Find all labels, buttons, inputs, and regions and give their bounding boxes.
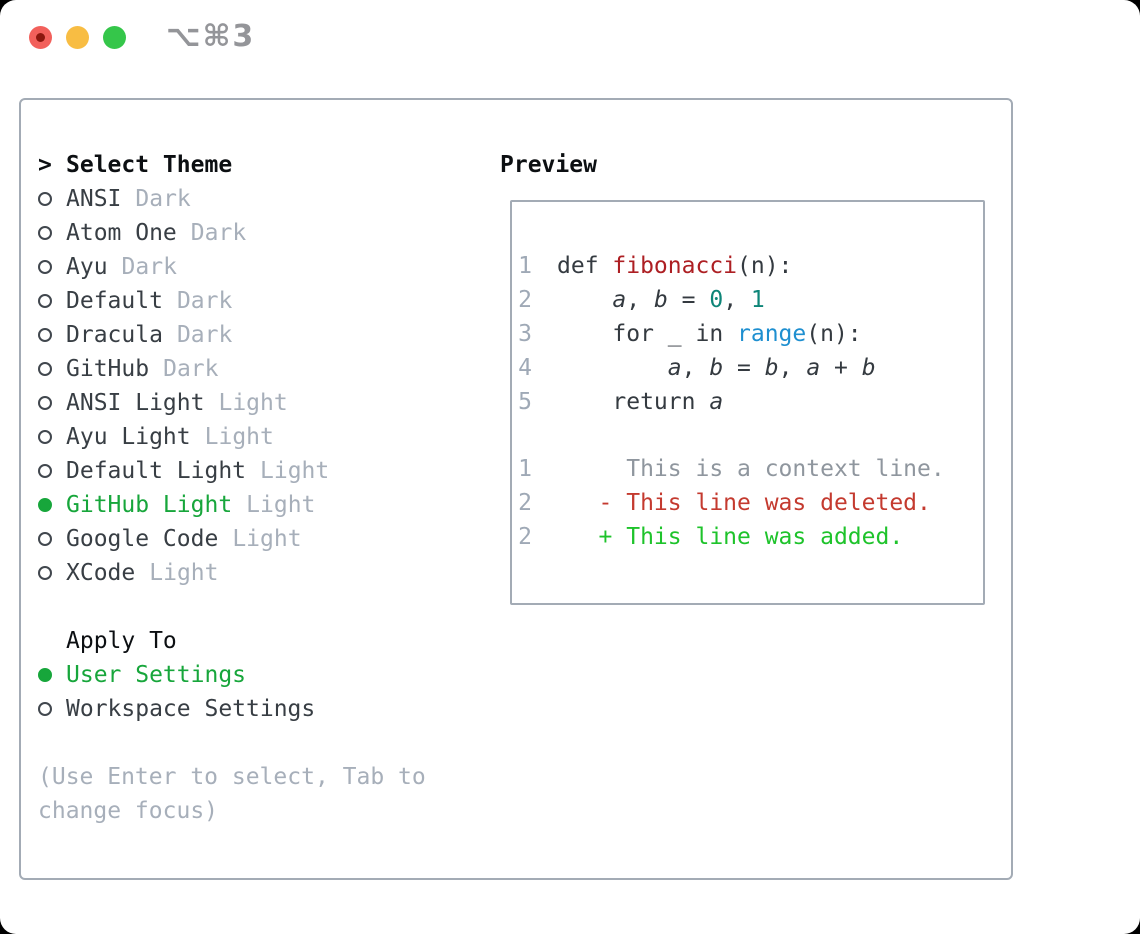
code-line-4: 4 a, b = b, a + b (518, 351, 983, 385)
diff-deleted-line: 2 - This line was deleted. (518, 486, 983, 520)
radio-selected-icon (38, 498, 52, 512)
radio-unselected-icon (38, 702, 52, 716)
maximize-button-icon[interactable] (103, 26, 126, 49)
line-number: 2 (518, 524, 532, 550)
line-number: 3 (518, 321, 532, 347)
minimize-button-icon[interactable] (66, 26, 89, 49)
diff-context-line: 1 This is a context line. (518, 452, 983, 486)
code-line-3: 3 for _ in range(n): (518, 317, 983, 351)
line-number: 5 (518, 389, 532, 415)
spacer (518, 419, 983, 452)
line-number: 4 (518, 355, 532, 381)
line-number: 1 (518, 456, 532, 482)
radio-unselected-icon (38, 192, 52, 206)
radio-unselected-icon (38, 260, 52, 274)
hint-text: (Use Enter to select, Tab to change focu… (38, 764, 426, 824)
apply-option-user-settings[interactable]: User Settings (38, 658, 500, 692)
code-line-2: 2 a, b = 0, 1 (518, 283, 983, 317)
select-theme-title: Select Theme (66, 152, 233, 178)
line-number: 2 (518, 287, 532, 313)
radio-unselected-icon (38, 362, 52, 376)
prompt-arrow-icon: > (38, 152, 52, 178)
line-number: 1 (518, 253, 532, 279)
line-number: 2 (518, 490, 532, 516)
radio-unselected-icon (38, 328, 52, 342)
preview-title: Preview (500, 152, 597, 178)
apply-to-header: Apply To (66, 628, 177, 654)
radio-selected-icon (38, 668, 52, 682)
radio-unselected-icon (38, 396, 52, 410)
select-theme-header: > Select Theme (38, 148, 500, 182)
radio-unselected-icon (38, 294, 52, 308)
spacer (38, 590, 500, 624)
radio-unselected-icon (38, 430, 52, 444)
window-title: ⌥⌘3 (166, 19, 256, 54)
spacer (38, 726, 500, 760)
radio-unselected-icon (38, 226, 52, 240)
close-dot-icon (36, 33, 45, 42)
radio-unselected-icon (38, 532, 52, 546)
traffic-lights (29, 26, 126, 49)
radio-unselected-icon (38, 566, 52, 580)
diff-added-line: 2 + This line was added. (518, 520, 983, 554)
apply-option-workspace-settings[interactable]: Workspace Settings (38, 692, 500, 726)
radio-unselected-icon (38, 464, 52, 478)
code-line-5: 5 return a (518, 385, 983, 419)
close-button-icon[interactable] (29, 26, 52, 49)
